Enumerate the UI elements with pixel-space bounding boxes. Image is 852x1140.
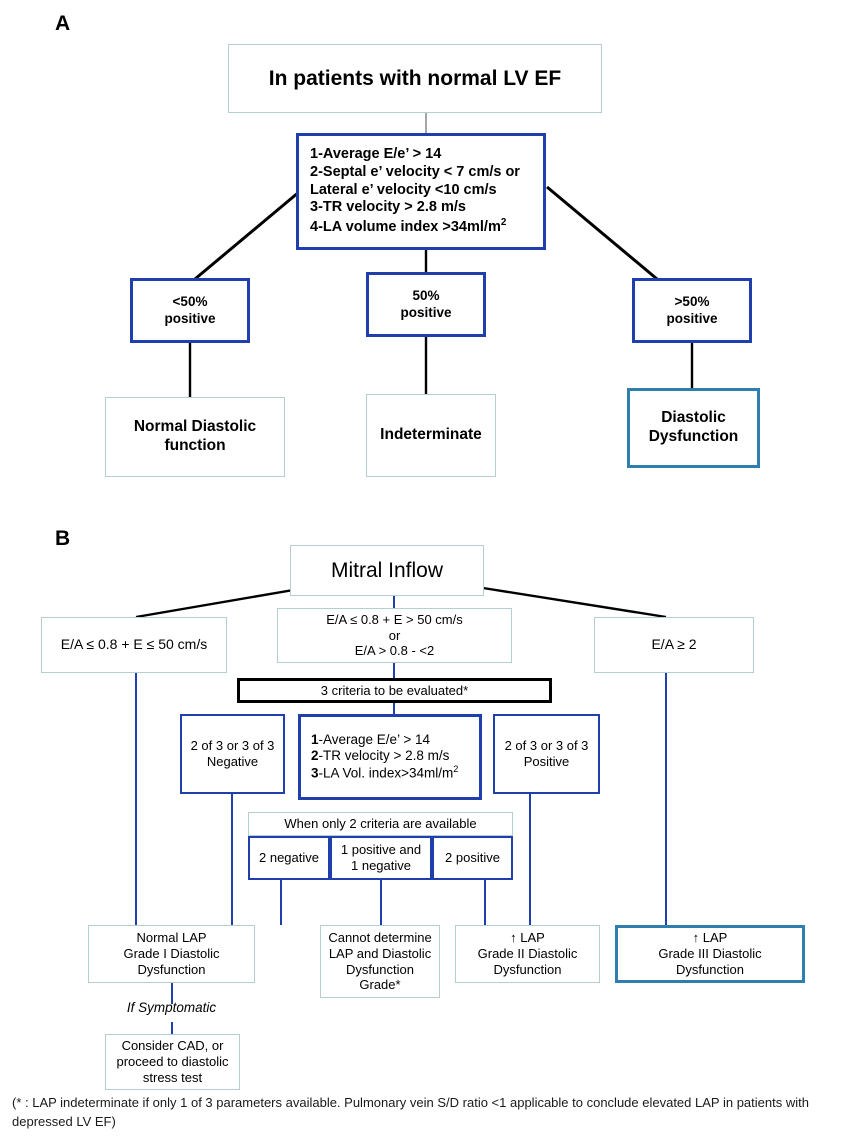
panel-b-label: B: [55, 527, 71, 550]
decision-equal-50-line2: positive: [400, 304, 452, 320]
outcome-b0-line3: Dysfunction: [137, 961, 206, 977]
two-criteria-cell-0-line1: 2 negative: [259, 850, 319, 866]
outcome-dysfunction-line2: Dysfunction: [648, 428, 739, 445]
outcome-b0-line2: Grade I Diastolic: [123, 946, 220, 962]
outcome-b1-line4: Grade*: [359, 977, 401, 993]
panel-b-criteria-line-2: 2-TR velocity > 2.8 m/s: [311, 748, 450, 764]
panel-a-title-text: In patients with normal LV EF: [268, 66, 562, 90]
branch-mid-line3: E/A > 0.8 - <2: [354, 643, 435, 659]
decision-less-50-line1: <50%: [172, 294, 208, 310]
panel-a-label: A: [55, 12, 71, 35]
footnote-line1: (* : LAP indeterminate if only 1 of 3 pa…: [12, 1095, 734, 1110]
outcome-box-grade-2: ↑ LAP Grade II Diastolic Dysfunction: [455, 925, 600, 983]
panel-a-title-box: In patients with normal LV EF: [228, 44, 602, 113]
verdict-negative-line1: 2 of 3 or 3 of 3: [190, 738, 275, 754]
stress-box-line2: proceed to diastolic: [116, 1054, 229, 1070]
criteria-superscript: 2: [500, 217, 507, 229]
decision-equal-50-line1: 50%: [412, 288, 440, 304]
criteria-bar-text: 3 criteria to be evaluated*: [320, 682, 469, 698]
outcome-b2-line3: Dysfunction: [493, 961, 562, 977]
verdict-positive-line2: Positive: [523, 754, 570, 769]
outcome-box-normal-diastolic: Normal Diastolic function: [105, 397, 285, 477]
two-criteria-cell-2-line1: 2 positive: [445, 850, 500, 866]
if-symptomatic-note: If Symptomatic: [126, 1000, 217, 1015]
criteria-line-5: 4-LA volume index >34ml/m2: [310, 217, 507, 235]
two-criteria-cell-2-positive: 2 positive: [432, 836, 513, 880]
panel-b-criteria-line-3: 3-LA Vol. index>34ml/m2: [311, 764, 459, 781]
two-criteria-header-box: When only 2 criteria are available: [248, 812, 513, 836]
outcome-box-stress-test: Consider CAD, or proceed to diastolic st…: [105, 1034, 240, 1090]
outcome-b2-line2: Grade II Diastolic: [477, 946, 578, 962]
branch-box-middle: E/A ≤ 0.8 + E > 50 cm/s or E/A > 0.8 - <…: [277, 608, 512, 663]
two-criteria-cell-2-negative: 2 negative: [248, 836, 330, 880]
outcome-box-normal-lap: Normal LAP Grade I Diastolic Dysfunction: [88, 925, 255, 983]
decision-greater-50-line1: >50%: [674, 294, 710, 310]
criteria-line-4: 3-TR velocity > 2.8 m/s: [310, 199, 466, 216]
two-criteria-cell-1-positive-1-negative: 1 positive and 1 negative: [330, 836, 432, 880]
outcome-b1-line2: LAP and Diastolic: [328, 945, 432, 961]
criteria-bar-box: 3 criteria to be evaluated*: [237, 678, 552, 703]
decision-box-greater-50: >50% positive: [632, 278, 752, 343]
branch-box-left: E/A ≤ 0.8 + E ≤ 50 cm/s: [41, 617, 227, 673]
two-criteria-cell-1-line2: 1 negative: [351, 858, 411, 873]
criteria-line-1: 1-Average E/e’ > 14: [310, 146, 442, 163]
verdict-box-negative: 2 of 3 or 3 of 3 Negative: [180, 714, 285, 794]
panel-a-criteria-box: 1-Average E/e’ > 14 2-Septal e’ velocity…: [296, 133, 546, 250]
outcome-b0-line1: Normal LAP: [136, 930, 207, 946]
branch-left-text: E/A ≤ 0.8 + E ≤ 50 cm/s: [60, 636, 208, 653]
verdict-positive-line1: 2 of 3 or 3 of 3: [504, 738, 589, 754]
stress-box-line1: Consider CAD, or: [121, 1038, 224, 1054]
panel-b-criteria-superscript: 2: [453, 764, 459, 775]
branch-box-right: E/A ≥ 2: [594, 617, 754, 673]
panel-b-criteria-box: 1-Average E/e’ > 14 2-TR velocity > 2.8 …: [298, 714, 482, 800]
footnote-line2: patients with depressed LV EF): [12, 1095, 809, 1129]
branch-right-text: E/A ≥ 2: [651, 636, 697, 653]
outcome-b1-line1: Cannot determine: [328, 929, 432, 945]
outcome-box-indeterminate: Indeterminate: [366, 394, 496, 477]
outcome-b3-line3: Dysfunction: [676, 961, 744, 977]
two-criteria-header-text: When only 2 criteria are available: [284, 816, 477, 832]
outcome-b3-line1: ↑ LAP: [692, 930, 728, 946]
decision-box-less-50: <50% positive: [130, 278, 250, 343]
branch-mid-line2: or: [388, 627, 401, 643]
decision-less-50-line2: positive: [164, 310, 216, 326]
panel-b-criteria-line-1: 1-Average E/e’ > 14: [311, 731, 430, 747]
outcome-b2-line1: ↑ LAP: [510, 930, 545, 946]
criteria-line-2: 2-Septal e’ velocity < 7 cm/s or: [310, 164, 520, 181]
decision-greater-50-line2: positive: [666, 310, 718, 326]
outcome-normal-line2: function: [164, 437, 226, 454]
panel-b-title-box: Mitral Inflow: [290, 545, 484, 596]
outcome-box-diastolic-dysfunction: Diastolic Dysfunction: [627, 388, 760, 468]
footnote: (* : LAP indeterminate if only 1 of 3 pa…: [12, 1094, 842, 1132]
outcome-b3-line2: Grade III Diastolic: [658, 946, 762, 962]
outcome-box-cannot-determine: Cannot determine LAP and Diastolic Dysfu…: [320, 925, 440, 998]
outcome-normal-line1: Normal Diastolic: [133, 418, 257, 436]
outcome-dysfunction-line1: Diastolic: [661, 409, 726, 427]
outcome-box-grade-3: ↑ LAP Grade III Diastolic Dysfunction: [615, 925, 805, 983]
stress-box-line3: stress test: [142, 1069, 203, 1085]
panel-b-title-text: Mitral Inflow: [330, 558, 444, 582]
verdict-box-positive: 2 of 3 or 3 of 3 Positive: [493, 714, 600, 794]
decision-box-equal-50: 50% positive: [366, 272, 486, 337]
outcome-b1-line3: Dysfunction: [346, 961, 414, 977]
outcome-indeterminate-line1: Indeterminate: [380, 426, 482, 444]
criteria-line-3: Lateral e’ velocity <10 cm/s: [310, 181, 497, 198]
branch-mid-line1: E/A ≤ 0.8 + E > 50 cm/s: [326, 611, 463, 627]
two-criteria-cell-1-line1: 1 positive and: [340, 842, 422, 858]
verdict-negative-line2: Negative: [206, 754, 259, 769]
